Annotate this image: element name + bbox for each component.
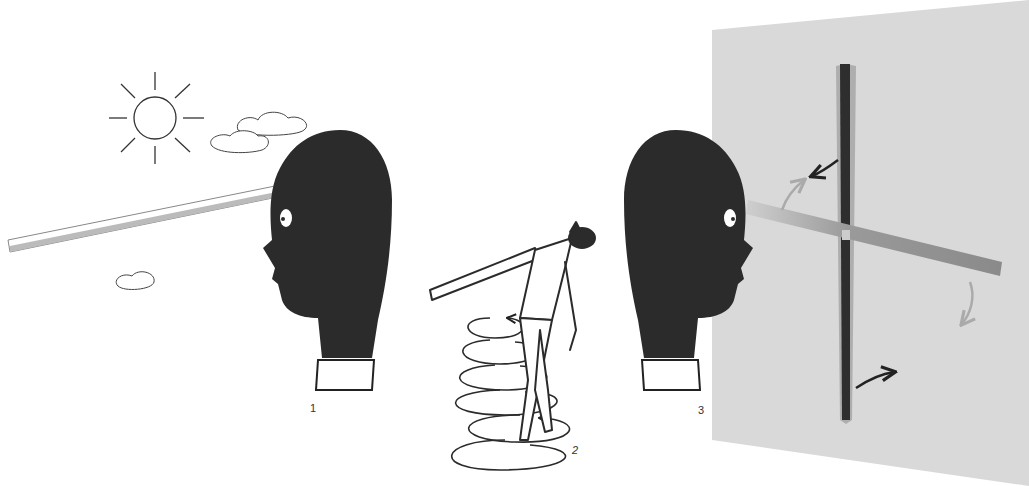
callout-number: 3 [698,405,704,416]
tilted-panel [712,0,1029,486]
head-silhouette [624,130,753,390]
callout-number: 2 [572,445,578,456]
horizon-beam [8,183,292,252]
head-silhouette [263,130,392,390]
sun [109,72,204,164]
dizzy-figure [430,222,595,440]
spin-spiral [452,318,570,470]
callout-number: 1 [310,403,316,414]
